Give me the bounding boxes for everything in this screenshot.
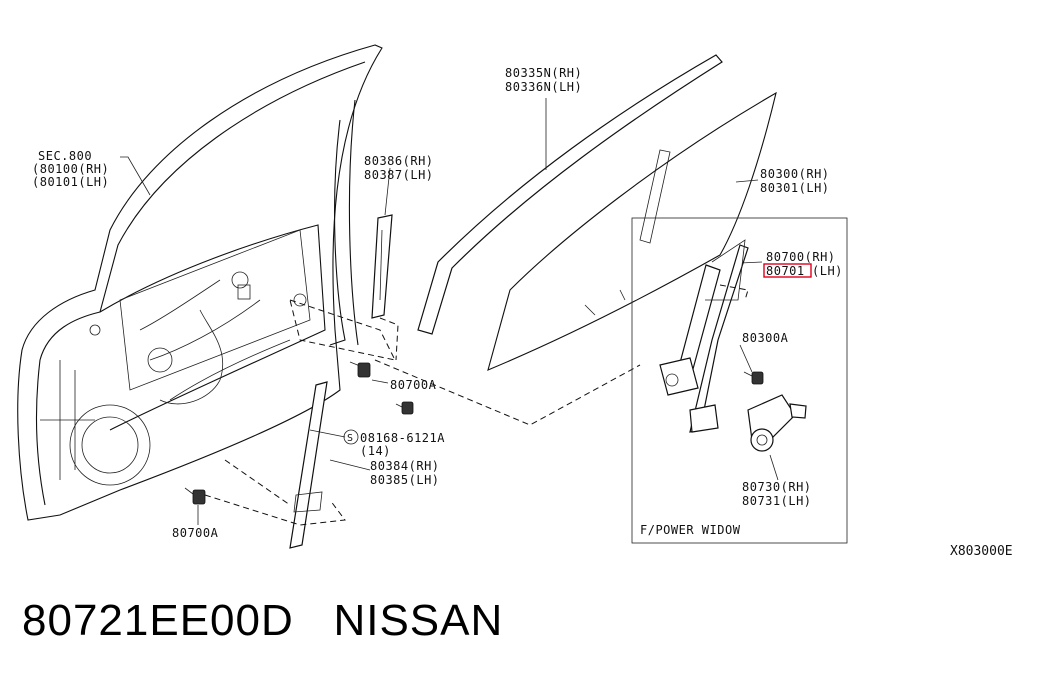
label-upper-sash: 80386(RH) 80387(LH) (364, 154, 434, 182)
label-upper-sash-rh: 80386(RH) (364, 154, 434, 168)
screw-symbol-letter: S (347, 433, 354, 444)
label-regulator: 80700(RH) 80701 (LH) (763, 250, 843, 278)
label-sec800-line3: (80101(LH) (32, 175, 109, 189)
label-bolt-80700a-bottom: 80700A (172, 526, 219, 540)
screw-symbol-icon (343, 429, 359, 445)
door-glass-part (487, 91, 777, 371)
label-weatherstrip-lh: 80336N(LH) (505, 80, 582, 94)
label-upper-sash-lh: 80387(LH) (364, 168, 434, 182)
caption-part-number: 80721EE00D (22, 596, 294, 645)
label-motor: 80730(RH) 80731(LH) (742, 480, 812, 508)
leader-lines (120, 98, 779, 525)
label-weatherstrip-rh: 80335N(RH) (505, 66, 582, 80)
label-bolt-80300a: 80300A (742, 331, 789, 345)
reference-code: X803000E (950, 544, 1013, 559)
inset-frame (631, 217, 848, 544)
label-regulator-lh-code: 80701 (766, 264, 805, 278)
regulator-assembly (659, 239, 749, 433)
label-sec800: SEC.800 (80100(RH) (80101(LH) (32, 149, 109, 189)
label-glass: 80300(RH) 80301(LH) (760, 167, 830, 195)
lower-sash-part (289, 381, 328, 549)
bolt-80700a-bottom (184, 487, 206, 505)
highlight-box (763, 263, 812, 278)
label-lower-sash-rh: 80384(RH) (370, 459, 440, 473)
label-bolt-80700a-mid: 80700A (390, 378, 437, 392)
label-weatherstrip: 80335N(RH) 80336N(LH) (505, 66, 582, 94)
label-lower-sash: 80384(RH) 80385(LH) (370, 459, 440, 487)
caption: 80721EE00D NISSAN (22, 596, 503, 646)
bolt-80700a-mid (349, 361, 371, 378)
label-screw: S 08168-6121A (14) (343, 429, 445, 458)
assembly-guides (204, 299, 641, 526)
inset-title: F/POWER WIDOW (640, 523, 741, 537)
label-screw-code: 08168-6121A (360, 431, 445, 445)
label-sec800-line1: SEC.800 (38, 149, 92, 163)
bolt-80300a (743, 371, 764, 385)
label-lower-sash-lh: 80385(LH) (370, 473, 440, 487)
label-screw-qty: (14) (360, 444, 391, 458)
label-regulator-rh: 80700(RH) (766, 250, 836, 264)
label-motor-rh: 80730(RH) (742, 480, 812, 494)
weatherstrip-part (417, 54, 723, 335)
screw-08168 (395, 401, 414, 415)
caption-brand: NISSAN (333, 596, 504, 645)
label-glass-rh: 80300(RH) (760, 167, 830, 181)
door-panel (17, 44, 383, 521)
upper-sash-part (371, 214, 393, 319)
label-glass-lh: 80301(LH) (760, 181, 830, 195)
label-motor-lh: 80731(LH) (742, 494, 812, 508)
label-sec800-line2: (80100(RH) (32, 162, 109, 176)
window-motor (747, 394, 807, 452)
label-regulator-lh-suffix: (LH) (812, 264, 843, 278)
